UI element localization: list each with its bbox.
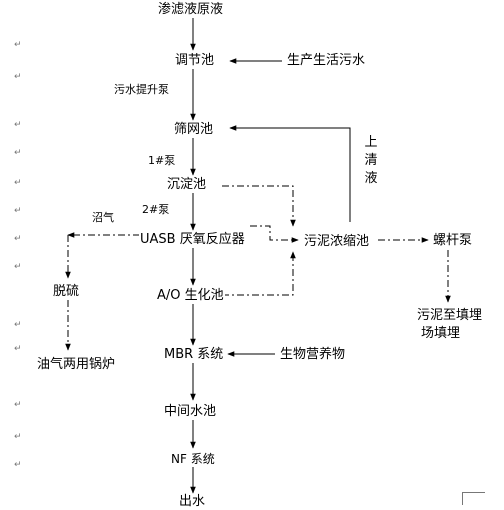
node-sludge-landfill-line-1: 污泥至填埋 [416, 308, 484, 324]
arrow-supernatant-return [229, 125, 351, 222]
node-nf-system: NF 系统 [170, 451, 216, 467]
label-pump-2: 2#泵 [141, 202, 171, 218]
paragraph-mark: ↵ [14, 320, 22, 330]
paragraph-mark: ↵ [14, 206, 22, 216]
node-mbr-system: MBR 系统 [163, 347, 225, 363]
node-intermediate-tank: 中间水池 [163, 404, 218, 420]
page-corner-mark [462, 492, 485, 505]
node-dual-fuel-boiler: 油气两用锅炉 [36, 357, 117, 373]
paragraph-mark: ↵ [14, 460, 22, 470]
arrow-ao-sludge [222, 251, 296, 296]
paragraph-mark: ↵ [14, 40, 22, 50]
paragraph-mark: ↵ [14, 262, 22, 272]
node-leachate: 渗滤液原液 [157, 2, 225, 18]
node-screen-tank: 筛网池 [173, 122, 215, 138]
label-biogas: 沼气 [91, 210, 115, 226]
paragraph-mark: ↵ [14, 400, 22, 410]
node-ao-tank: A/O 生化池 [156, 288, 225, 304]
paragraph-mark: ↵ [14, 234, 22, 244]
paragraph-mark: ↵ [14, 432, 22, 442]
paragraph-mark: ↵ [14, 148, 22, 158]
paragraph-mark: ↵ [14, 344, 22, 354]
node-effluent: 出水 [178, 494, 207, 510]
label-supernatant: 上 清 液 [362, 134, 380, 188]
node-bio-nutrients: 生物营养物 [279, 347, 347, 363]
paragraph-mark: ↵ [14, 120, 22, 130]
node-uasb-reactor: UASB 厌氧反应器 [139, 232, 246, 248]
node-sedimentation-tank: 沉淀池 [166, 177, 208, 193]
node-desulfurization: 脱硫 [52, 284, 81, 300]
node-sludge-thickener: 污泥浓缩池 [303, 234, 371, 250]
arrow-sedimentation-sludge [222, 185, 296, 227]
paragraph-mark: ↵ [14, 178, 22, 188]
label-pump-1: 1#泵 [147, 153, 177, 169]
node-sludge-landfill-line-2: 场填埋 [420, 326, 462, 342]
arrow-uasb-sludge [250, 225, 299, 243]
node-equalization-tank: 调节池 [174, 53, 216, 69]
node-domestic-sewage: 生产生活污水 [286, 53, 367, 69]
paragraph-mark: ↵ [14, 72, 22, 82]
label-lift-pump: 污水提升泵 [113, 82, 170, 98]
node-screw-pump: 螺杆泵 [432, 233, 474, 249]
